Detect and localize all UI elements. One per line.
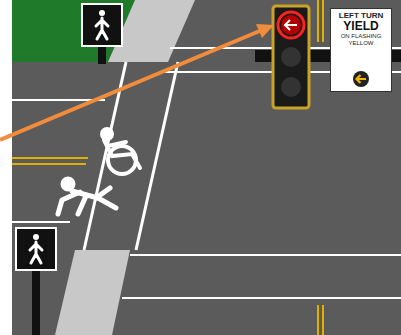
pedestrian-signal: [82, 4, 122, 46]
pointer-arrowhead: [256, 24, 274, 38]
sign-text: YIELD: [343, 20, 378, 33]
pedestrian-signal: [16, 228, 56, 270]
sidewalk-bottom: [55, 250, 130, 335]
yellow-centerline: [317, 0, 319, 42]
lane-line: [130, 254, 401, 256]
yellow-centerline: [12, 157, 88, 159]
red-arrow-lamp: [281, 15, 301, 35]
dark-lamp: [281, 77, 301, 97]
lane-line: [122, 297, 401, 299]
wheelchair-symbol: [102, 129, 140, 174]
dark-lamp: [281, 47, 301, 67]
walk-symbol: [30, 234, 42, 263]
pedestrian-symbol: [58, 179, 116, 214]
signal-pole: [98, 46, 106, 64]
yellow-centerline: [322, 305, 324, 335]
yellow-centerline: [322, 0, 324, 42]
lane-line: [12, 221, 70, 223]
signal-pole: [32, 270, 40, 335]
yellow-centerline: [12, 163, 86, 165]
sign-text: LEFT TURN: [339, 11, 383, 20]
traffic-signal: [273, 6, 309, 108]
road-surface: [12, 0, 401, 335]
pointer-arrow: [0, 30, 262, 140]
sign-text: ON FLASHING YELLOW: [333, 33, 389, 47]
left-arrow: [285, 20, 297, 30]
yellow-arrow-icon: [352, 70, 370, 88]
walk-symbol: [96, 10, 108, 39]
highlight-ring: [278, 12, 304, 38]
yellow-centerline: [317, 305, 319, 335]
crosswalk-line: [136, 62, 178, 250]
